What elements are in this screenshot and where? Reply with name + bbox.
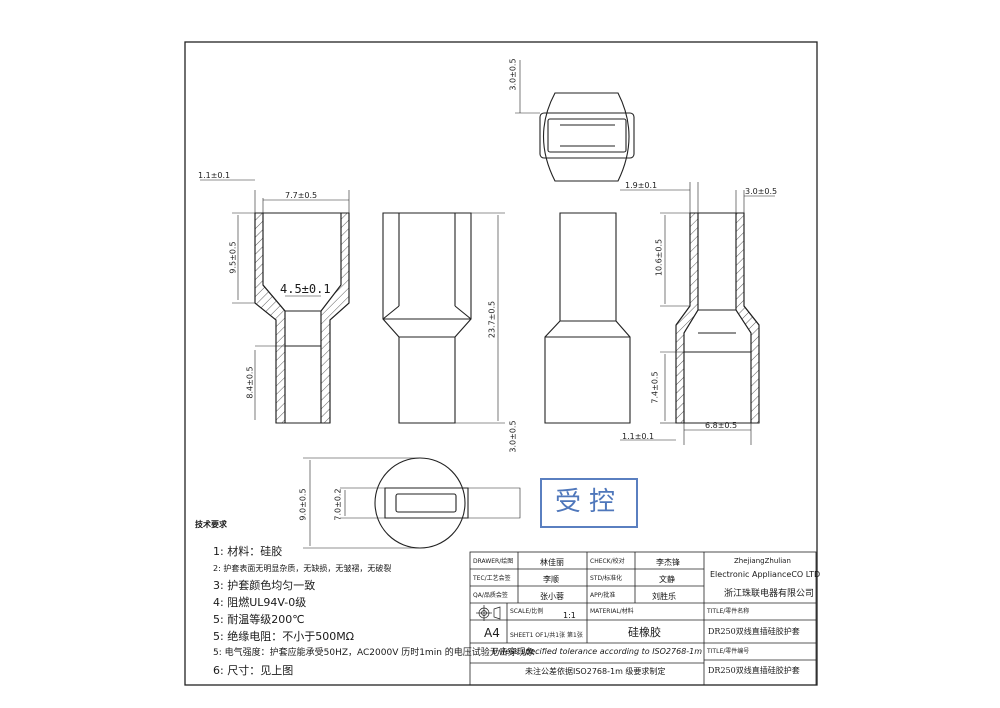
tech-item-8: 6: 尺寸：见上图 <box>213 664 294 677</box>
bottom-view <box>303 457 521 549</box>
dim-inner-left: 4.5±0.1 <box>280 282 331 296</box>
qa-label: QA/品质会签 <box>473 592 508 599</box>
drawer-value: 林佳丽 <box>540 558 564 567</box>
app-label: APP/批准 <box>590 592 616 599</box>
scale-value: 1:1 <box>563 611 576 620</box>
qa-value: 张小蓉 <box>540 592 564 601</box>
part-number-label: TITLE/零件编号 <box>707 648 750 655</box>
part-name-value: DR250双线直插硅胶护套 <box>708 627 800 636</box>
part-number-value: DR250双线直插硅胶护套 <box>708 666 800 675</box>
dim-outer-diameter: 9.0±0.5 <box>298 488 308 521</box>
title-block-grid <box>469 551 817 686</box>
top-view <box>515 60 635 182</box>
dim-wall-top-right: 1.9±0.1 <box>625 181 658 190</box>
tech-item-1: 1: 材料：硅胶 <box>213 545 283 558</box>
dim-height-bottom-right: 7.4±0.5 <box>650 371 660 404</box>
dim-inner-bottom-right: 6.8±0.5 <box>705 421 738 430</box>
right-section-view <box>620 182 775 445</box>
controlled-stamp: 受控 <box>540 478 638 528</box>
app-value: 刘胜乐 <box>652 592 676 601</box>
material-label: MATERIAL/材料 <box>590 608 634 615</box>
std-label: STD/标准化 <box>590 575 623 582</box>
check-value: 李杰锋 <box>656 558 680 567</box>
side-view <box>544 212 631 424</box>
dim-height-bottom-left: 8.4±0.5 <box>245 366 255 399</box>
dim-width-right: 3.0±0.5 <box>745 187 778 196</box>
front-view <box>382 212 505 424</box>
projection-symbol-icon <box>476 605 501 621</box>
company-en-2: Electronic ApplianceCO LTD <box>710 570 821 579</box>
dim-width-top-left: 7.7±0.5 <box>285 191 318 200</box>
dim-wall-bottom-right: 1.1±0.1 <box>622 432 655 441</box>
dim-inner-diameter: 7.0±0.2 <box>333 488 343 521</box>
tech-item-5: 5: 耐温等级200℃ <box>213 613 305 626</box>
tech-item-6: 5: 绝缘电阻：不小于500MΩ <box>213 630 355 643</box>
tec-label: TEC/工艺会签 <box>473 575 511 582</box>
sheet-label: SHEET1 OF1/共1张 第1张 <box>510 632 583 639</box>
scale-label: SCALE/比例 <box>510 608 544 615</box>
drawer-label: DRAWER/绘图 <box>473 558 514 565</box>
tech-requirements-heading: 技术要求 <box>195 520 227 529</box>
left-section-view <box>200 179 350 424</box>
tolerance-note-en: Unless specified tolerance according to … <box>492 647 703 656</box>
tech-item-4: 4: 阻燃UL94V-0级 <box>213 596 307 609</box>
part-name-label: TITLE/零件名称 <box>707 608 750 615</box>
tec-value: 李顺 <box>543 575 559 584</box>
dim-top-view: 3.0±0.5 <box>508 58 518 91</box>
tech-requirements-list: 1: 材料：硅胶 2: 护套表面无明显杂质，无缺损，无皱褶，无破裂 3: 护套颜… <box>213 543 535 679</box>
material-value: 硅橡胶 <box>628 626 661 639</box>
dim-total-height: 23.7±0.5 <box>487 300 497 339</box>
check-label: CHECK/校对 <box>590 558 625 565</box>
tolerance-note-cn: 未注公差依据ISO2768-1m 级要求制定 <box>525 667 666 676</box>
dim-wall-top-left: 1.1±0.1 <box>198 171 231 180</box>
std-value: 文静 <box>659 575 675 584</box>
dim-height-top-left: 9.5±0.5 <box>228 241 238 274</box>
dim-height-top-right: 10.6±0.5 <box>654 238 664 277</box>
tech-item-7: 5: 电气强度：护套应能承受50HZ，AC2000V 历时1min 的电压试验无… <box>213 648 535 658</box>
tech-item-2: 2: 护套表面无明显杂质，无缺损，无皱褶，无破裂 <box>213 564 392 573</box>
company-en-1: ZhejiangZhulian <box>734 557 791 565</box>
tech-item-3: 3: 护套颜色均匀一致 <box>213 579 316 592</box>
paper-size: A4 <box>484 626 500 640</box>
dim-bottom-view-right: 3.0±0.5 <box>508 420 518 453</box>
company-cn: 浙江珠联电器有限公司 <box>724 589 815 599</box>
